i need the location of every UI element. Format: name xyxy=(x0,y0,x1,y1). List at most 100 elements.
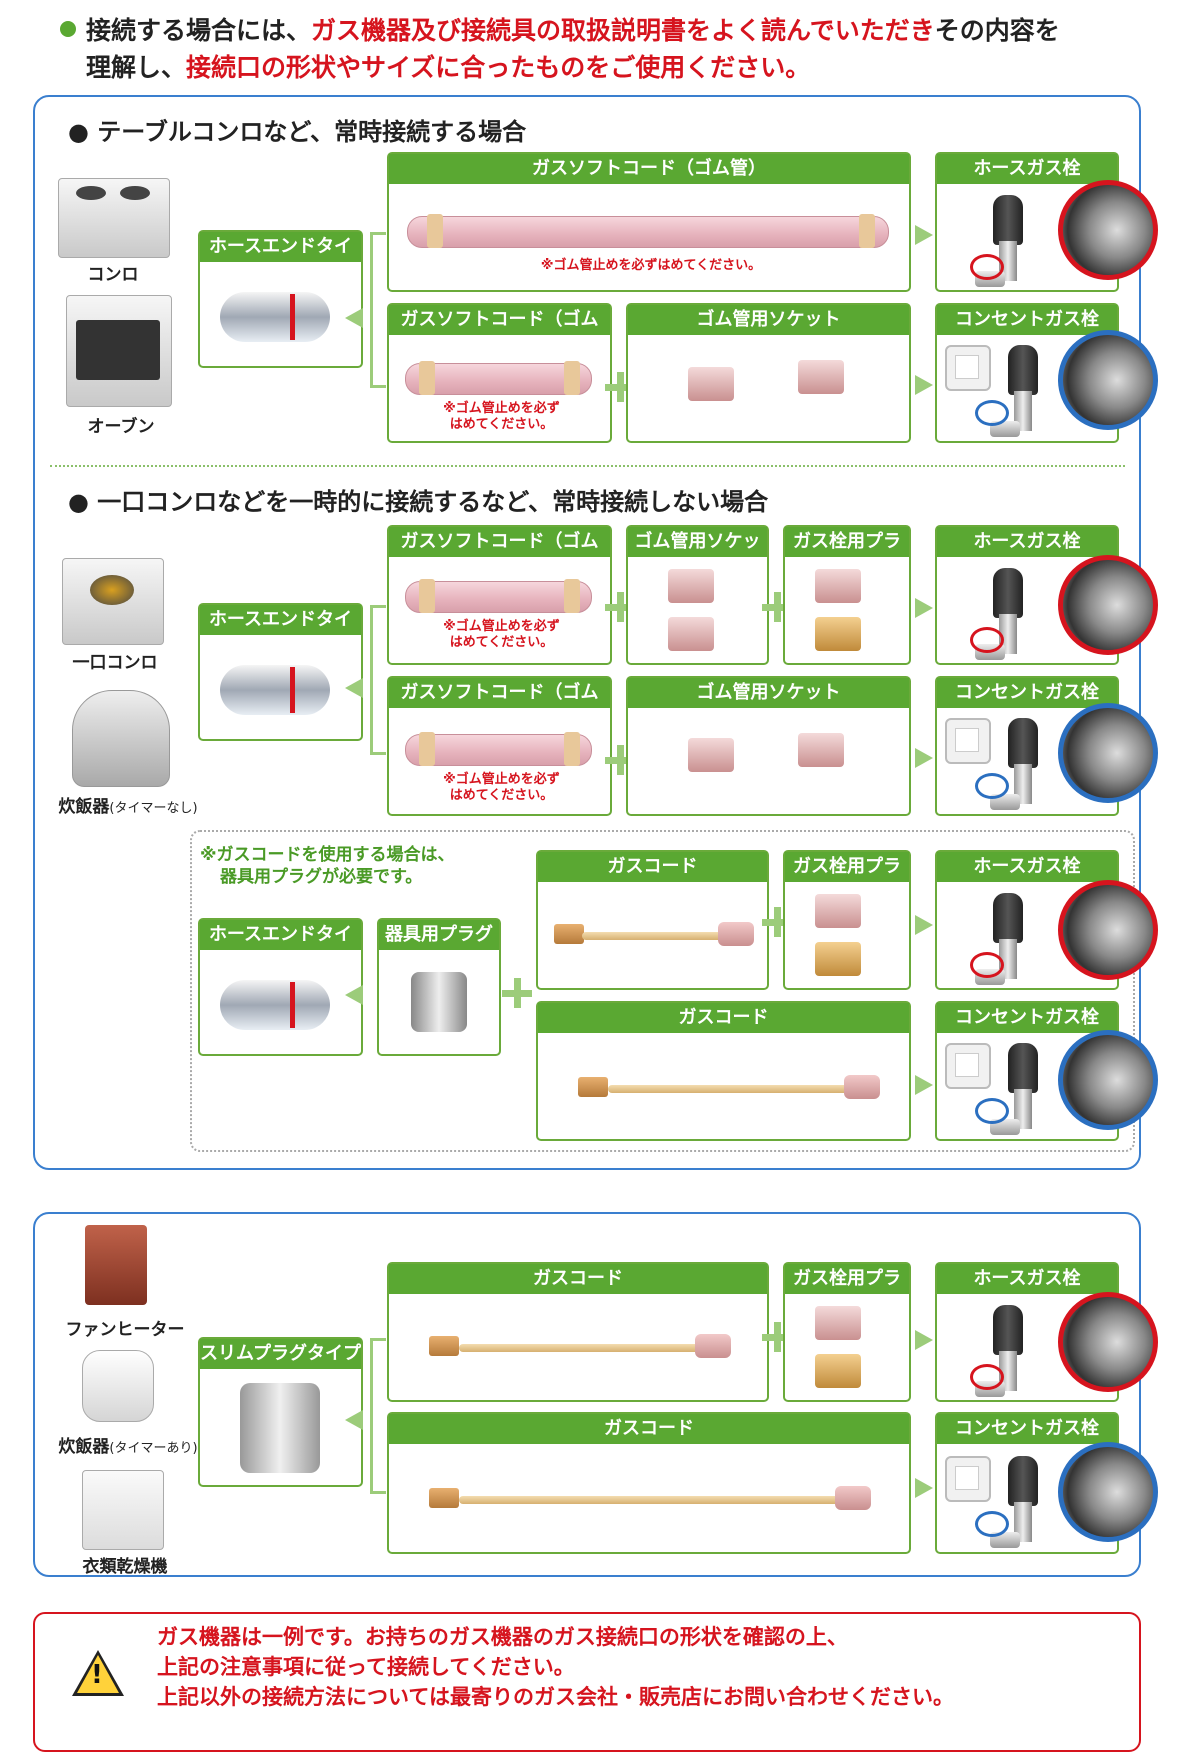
cord-connector xyxy=(429,1488,459,1508)
gas-cord-box: ガスコード xyxy=(536,850,769,990)
cord-connector xyxy=(718,922,754,946)
socket-image xyxy=(798,733,844,767)
hose-end-fitting-image xyxy=(220,292,330,342)
intro-part: その内容を xyxy=(935,16,1060,45)
outlet-image xyxy=(945,1043,991,1089)
box-header: ホースエンドタイプ xyxy=(200,920,361,950)
valve-closeup-image xyxy=(1058,1030,1158,1130)
device-label: 衣類乾燥機 xyxy=(55,1552,195,1577)
oven-window xyxy=(76,320,160,380)
box-header: 器具用プラグ xyxy=(379,920,499,950)
outlet-image xyxy=(945,345,991,391)
branch-bracket xyxy=(370,1338,386,1494)
device-label: コンロ xyxy=(58,260,168,285)
device-label: ファンヒーター xyxy=(50,1315,200,1340)
burner-icon xyxy=(90,575,134,605)
hose-note: ※ゴム管止めを必ずはめてください。 xyxy=(389,258,913,274)
detail-marker xyxy=(970,952,1004,978)
box-header: ガス栓用プラグ xyxy=(785,527,909,557)
burner-icon xyxy=(76,186,106,200)
rubber-hose-socket-box: ゴム管用ソケット xyxy=(626,676,911,816)
arrow-left-icon xyxy=(345,678,363,698)
slim-plug-image xyxy=(240,1383,320,1473)
appliance-plug-image xyxy=(411,972,467,1032)
arrow-right-icon xyxy=(915,598,933,618)
exclamation-mark: ! xyxy=(91,1660,103,1690)
hose-clamp xyxy=(419,361,435,395)
gas-cord-image xyxy=(459,1344,699,1352)
warning-line: 上記の注意事項に従って接続してください。 xyxy=(157,1655,575,1679)
device-name: 炊飯器 xyxy=(58,797,109,817)
cord-connector xyxy=(835,1486,871,1510)
intro-emphasis: ガス機器及び接続具の取扱説明書をよく読んでいただき xyxy=(311,16,935,45)
valve-closeup-image xyxy=(1058,1442,1158,1542)
warning-line: ガス機器は一例です。お持ちのガス機器のガス接続口の形状を確認の上、 xyxy=(157,1625,848,1649)
box-header: ホースエンドタイプ xyxy=(200,605,361,635)
hose-end-fitting-image xyxy=(220,980,330,1030)
box-header: ガス栓用プラグ xyxy=(785,852,909,882)
plug-image xyxy=(815,942,861,976)
intro-emphasis: 接続口の形状やサイズに合ったものをご使用ください。 xyxy=(186,53,810,82)
note-line: ※ゴム管止めを必ず xyxy=(443,401,560,416)
box-header: ホースエンドタイプ xyxy=(200,232,361,262)
box-header: コンセントガス栓 xyxy=(937,678,1117,708)
intro-part: 理解し、 xyxy=(86,53,186,82)
note-line: はめてください。 xyxy=(450,635,554,650)
box-header: ガスソフトコード（ゴム管） xyxy=(389,678,610,708)
box-header: ガスコード xyxy=(389,1414,909,1444)
plug-image xyxy=(815,1354,861,1388)
note-line: ※ゴム管止めを必ず xyxy=(443,772,560,787)
arrow-right-icon xyxy=(915,1478,933,1498)
box-header: ガスソフトコード（ゴム管） xyxy=(389,527,610,557)
socket-image xyxy=(668,617,714,651)
box-header: ゴム管用ソケット xyxy=(628,678,909,708)
valve-plug-box: ガス栓用プラグ xyxy=(783,850,911,990)
stove-image xyxy=(58,178,170,258)
box-header: ホースガス栓 xyxy=(937,527,1117,557)
hose-note: ※ゴム管止めを必ずはめてください。 xyxy=(389,619,614,651)
gas-cord-image xyxy=(582,932,722,940)
rice-cooker-image xyxy=(82,1350,154,1422)
gas-cord-box: ガスコード xyxy=(387,1412,911,1554)
intro-part: 接続する場合には、 xyxy=(86,16,311,45)
hose-clamp xyxy=(419,732,435,766)
gas-cord-box: ガスコード xyxy=(387,1262,769,1402)
plug-image xyxy=(815,617,861,651)
gas-soft-cord-box: ガスソフトコード（ゴム管） ※ゴム管止めを必ずはめてください。 xyxy=(387,525,612,665)
hose-end-type-box: ホースエンドタイプ xyxy=(198,230,363,368)
outlet-image xyxy=(945,1456,991,1502)
plug-image xyxy=(815,1306,861,1340)
box-header: ガスコード xyxy=(538,852,767,882)
detail-marker xyxy=(970,1364,1004,1390)
rice-cooker-image xyxy=(72,690,170,787)
arrow-right-icon xyxy=(915,748,933,768)
box-header: コンセントガス栓 xyxy=(937,1003,1117,1033)
hose-end-fitting-image xyxy=(220,665,330,715)
note-line: はめてください。 xyxy=(450,417,554,432)
box-header: ゴム管用ソケット xyxy=(628,305,909,335)
slim-plug-type-box: スリムプラグタイプ xyxy=(198,1337,363,1487)
note-line: ※ゴム管止めを必ず xyxy=(443,619,560,634)
box-header: スリムプラグタイプ xyxy=(200,1339,361,1369)
socket-image xyxy=(798,360,844,394)
socket-image xyxy=(688,738,734,772)
box-header: ホースガス栓 xyxy=(937,852,1117,882)
device-label: 一口コンロ xyxy=(55,648,175,673)
detail-marker xyxy=(975,1098,1009,1124)
box-header: ガスコード xyxy=(389,1264,767,1294)
cord-connector xyxy=(578,1077,608,1097)
valve-plug-box: ガス栓用プラグ xyxy=(783,1262,911,1402)
warning-line: 上記以外の接続方法については最寄りのガス会社・販売店にお問い合わせください。 xyxy=(157,1685,954,1709)
box-header: ガスコード xyxy=(538,1003,909,1033)
note-line: はめてください。 xyxy=(450,788,554,803)
section-title: ● 一口コンロなどを一時的に接続するなど、常時接続しない場合 xyxy=(68,482,768,517)
socket-image xyxy=(688,367,734,401)
device-label: 炊飯器(タイマーあり) xyxy=(38,1432,218,1457)
box-header: ゴム管用ソケット xyxy=(628,527,767,557)
note-line: 器具用プラグが必要です。 xyxy=(220,867,422,887)
warning-text: ガス機器は一例です。お持ちのガス機器のガス接続口の形状を確認の上、 上記の注意事… xyxy=(157,1622,954,1712)
valve-plug-box: ガス栓用プラグ xyxy=(783,525,911,665)
detail-marker xyxy=(970,254,1004,280)
intro-text: 接続する場合には、ガス機器及び接続具の取扱説明書をよく読んでいただきその内容を … xyxy=(60,12,1180,86)
plug-image xyxy=(815,894,861,928)
